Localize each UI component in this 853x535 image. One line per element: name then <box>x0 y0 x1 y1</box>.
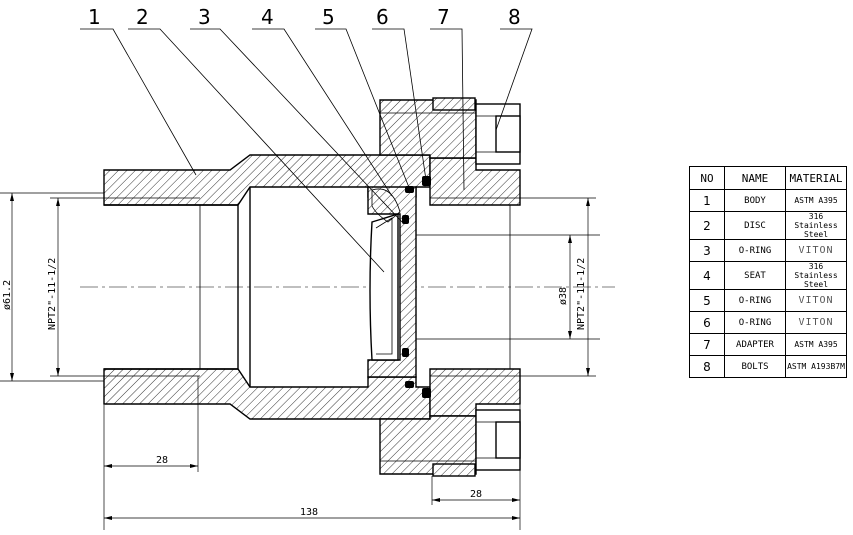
bill-of-materials: NO NAME MATERIAL 1 BODY ASTM A395 2 DISC… <box>689 166 847 378</box>
bom-material: VITON <box>785 311 847 334</box>
bom-no: 5 <box>689 289 725 312</box>
dim-outer-diameter: ø61.2 <box>2 280 13 310</box>
dim-overall-length: 138 <box>300 507 318 518</box>
callout-4: 4 <box>261 5 274 29</box>
callout-8: 8 <box>508 5 521 29</box>
dimension-lines <box>0 192 596 530</box>
bom-material: ASTM A193B7M <box>785 355 847 378</box>
o-ring-3 <box>402 215 409 224</box>
bom-no: 4 <box>689 261 725 290</box>
flange-lower <box>379 415 477 475</box>
callout-1: 1 <box>88 5 101 29</box>
dim-inlet-thread: NPT2"-11-1/2 <box>47 258 58 330</box>
disc <box>369 213 399 361</box>
bom-no: 7 <box>689 333 725 356</box>
bom-name: O-RING <box>724 239 786 262</box>
bom-name: ADAPTER <box>724 333 786 356</box>
bom-no: 3 <box>689 239 725 262</box>
dim-outlet-length: 28 <box>470 489 482 500</box>
callout-7: 7 <box>437 5 450 29</box>
table-row: 2 DISC 316 Stainless Steel <box>689 211 847 240</box>
bom-name: DISC <box>724 211 786 240</box>
bom-material: ASTM A395 <box>785 189 847 212</box>
bom-header-name: NAME <box>724 166 786 190</box>
callout-3: 3 <box>198 5 211 29</box>
bom-material: 316 Stainless Steel <box>785 211 847 240</box>
bom-name: O-RING <box>724 289 786 312</box>
outlet-threads <box>430 197 520 377</box>
o-ring-6 <box>422 176 431 186</box>
flange-upper <box>379 99 477 159</box>
dim-inlet-length: 28 <box>156 455 168 466</box>
bom-header-material: MATERIAL <box>785 166 847 190</box>
bom-material: VITON <box>785 239 847 262</box>
bom-header-row: NO NAME MATERIAL <box>689 166 847 190</box>
bom-material: 316 Stainless Steel <box>785 261 847 290</box>
table-row: 4 SEAT 316 Stainless Steel <box>689 261 847 290</box>
dimension-arrows <box>10 193 590 520</box>
dim-outlet-thread: NPT2"-11-1/2 <box>576 258 587 330</box>
bom-no: 2 <box>689 211 725 240</box>
bom-name: O-RING <box>724 311 786 334</box>
table-row: 7 ADAPTER ASTM A395 <box>689 333 847 356</box>
bom-material: ASTM A395 <box>785 333 847 356</box>
inlet-threads <box>104 187 251 387</box>
bom-no: 1 <box>689 189 725 212</box>
bom-header-no: NO <box>689 166 725 190</box>
callout-labels: 1 2 3 4 5 6 7 8 <box>88 5 521 29</box>
table-row: 1 BODY ASTM A395 <box>689 189 847 212</box>
table-row: 6 O-RING VITON <box>689 311 847 334</box>
callout-2: 2 <box>136 5 149 29</box>
bom-no: 8 <box>689 355 725 378</box>
table-row: 5 O-RING VITON <box>689 289 847 312</box>
dim-bore: ø38 <box>558 287 569 305</box>
seat <box>367 186 417 378</box>
table-row: 8 BOLTS ASTM A193B7M <box>689 355 847 378</box>
callout-6: 6 <box>376 5 389 29</box>
bom-name: SEAT <box>724 261 786 290</box>
bom-name: BOLTS <box>724 355 786 378</box>
leader-lines <box>80 28 533 273</box>
bom-name: BODY <box>724 189 786 212</box>
bom-no: 6 <box>689 311 725 334</box>
table-row: 3 O-RING VITON <box>689 239 847 262</box>
callout-5: 5 <box>322 5 335 29</box>
bom-material: VITON <box>785 289 847 312</box>
